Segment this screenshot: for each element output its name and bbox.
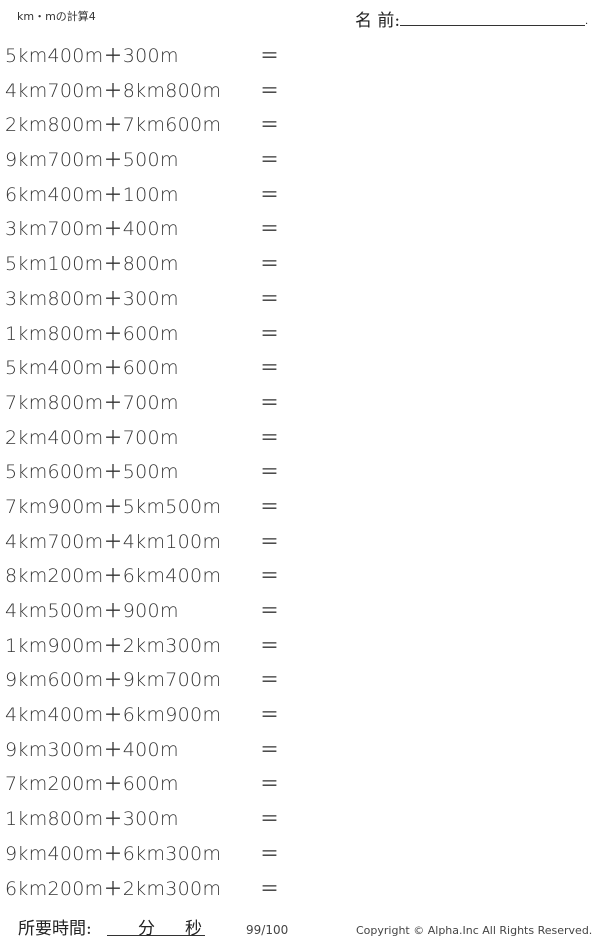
worksheet-title: km・mの計算4 xyxy=(17,10,96,23)
problem-expression: 9km300m＋400m xyxy=(5,738,179,761)
equals-sign: ＝ xyxy=(260,391,280,414)
problem-expression: 5km400m＋600m xyxy=(5,357,179,380)
equals-sign: ＝ xyxy=(260,634,280,657)
problem-row: 7km800m＋700m ＝ xyxy=(5,390,279,425)
seconds-label: 秒 xyxy=(185,919,202,939)
equals-sign: ＝ xyxy=(260,842,280,865)
equals-sign: ＝ xyxy=(260,669,280,692)
problem-expression: 1km900m＋2km300m xyxy=(5,634,222,657)
problem-row: 9km400m＋6km300m ＝ xyxy=(5,841,279,876)
problem-expression: 8km200m＋6km400m xyxy=(5,565,222,588)
page-number: 99/100 xyxy=(246,923,289,937)
problem-expression: 2km400m＋700m xyxy=(5,426,179,449)
problem-row: 4km400m＋6km900m ＝ xyxy=(5,702,279,737)
problem-row: 4km700m＋8km800m ＝ xyxy=(5,78,279,113)
equals-sign: ＝ xyxy=(260,218,280,241)
problem-row: 6km200m＋2km300m ＝ xyxy=(5,876,279,911)
equals-sign: ＝ xyxy=(260,183,280,206)
problem-row: 7km200m＋600m ＝ xyxy=(5,771,279,806)
copyright: Copyright © Alpha.Inc All Rights Reserve… xyxy=(356,924,593,937)
name-field-line[interactable] xyxy=(400,25,585,26)
equals-sign: ＝ xyxy=(260,530,280,553)
problem-row: 2km800m＋7km600m ＝ xyxy=(5,112,279,147)
equals-sign: ＝ xyxy=(260,114,280,137)
problem-row: 2km400m＋700m ＝ xyxy=(5,425,279,460)
problem-list: 5km400m＋300m＝4km700m＋8km800m＝2km800m＋7km… xyxy=(5,43,279,911)
equals-sign: ＝ xyxy=(260,600,280,622)
problem-expression: 4km500m＋900m xyxy=(5,600,179,622)
problem-row: 1km800m＋600m ＝ xyxy=(5,321,279,356)
problem-row: 9km700m＋500m ＝ xyxy=(5,147,279,182)
time-field-line[interactable] xyxy=(107,935,205,936)
time-required-label: 所要時間: xyxy=(18,919,92,939)
problem-row: 6km400m＋100m ＝ xyxy=(5,182,279,217)
equals-sign: ＝ xyxy=(260,426,280,449)
problem-row: 7km900m＋5km500m ＝ xyxy=(5,494,279,529)
problem-expression: 5km100m＋800m xyxy=(5,253,179,276)
equals-sign: ＝ xyxy=(260,253,280,276)
name-label: 名 前: xyxy=(355,11,401,31)
name-line-end-dot: . xyxy=(585,16,589,27)
problem-expression: 3km700m＋400m xyxy=(5,218,179,241)
problem-expression: 4km700m＋8km800m xyxy=(5,79,222,102)
problem-expression: 1km800m＋600m xyxy=(5,322,179,345)
problem-expression: 3km800m＋300m xyxy=(5,287,179,310)
equals-sign: ＝ xyxy=(260,738,280,761)
equals-sign: ＝ xyxy=(260,773,280,796)
problem-row: 3km700m＋400m ＝ xyxy=(5,216,279,251)
problem-expression: 9km600m＋9km700m xyxy=(5,669,222,692)
problem-row: 5km100m＋800m ＝ xyxy=(5,251,279,286)
equals-sign: ＝ xyxy=(260,704,280,727)
equals-sign: ＝ xyxy=(260,877,280,900)
problem-expression: 7km800m＋700m xyxy=(5,391,179,414)
problem-expression: 4km700m＋4km100m xyxy=(5,530,222,553)
problem-expression: 7km900m＋5km500m xyxy=(5,495,222,518)
problem-expression: 5km400m＋300m xyxy=(5,45,179,67)
problem-row: 9km600m＋9km700m ＝ xyxy=(5,667,279,702)
equals-sign: ＝ xyxy=(260,45,280,67)
minutes-label: 分 xyxy=(138,919,155,939)
equals-sign: ＝ xyxy=(260,461,280,484)
equals-sign: ＝ xyxy=(260,495,280,518)
problem-expression: 4km400m＋6km900m xyxy=(5,704,222,727)
problem-row: 4km500m＋900m ＝ xyxy=(5,598,279,633)
equals-sign: ＝ xyxy=(260,79,280,102)
problem-expression: 7km200m＋600m xyxy=(5,773,179,796)
problem-row: 5km600m＋500m ＝ xyxy=(5,459,279,494)
equals-sign: ＝ xyxy=(260,149,280,172)
problem-row: 5km400m＋300m ＝ xyxy=(5,43,279,78)
equals-sign: ＝ xyxy=(260,565,280,588)
problem-row: 1km800m＋300m ＝ xyxy=(5,806,279,841)
problem-expression: 2km800m＋7km600m xyxy=(5,114,222,137)
problem-row: 5km400m＋600m ＝ xyxy=(5,355,279,390)
problem-row: 4km700m＋4km100m ＝ xyxy=(5,529,279,564)
problem-expression: 6km200m＋2km300m xyxy=(5,877,222,900)
equals-sign: ＝ xyxy=(260,287,280,310)
problem-expression: 1km800m＋300m xyxy=(5,808,179,831)
problem-expression: 9km700m＋500m xyxy=(5,149,179,172)
problem-expression: 5km600m＋500m xyxy=(5,461,179,484)
problem-row: 1km900m＋2km300m ＝ xyxy=(5,633,279,668)
problem-row: 3km800m＋300m ＝ xyxy=(5,286,279,321)
equals-sign: ＝ xyxy=(260,808,280,831)
equals-sign: ＝ xyxy=(260,322,280,345)
equals-sign: ＝ xyxy=(260,357,280,380)
problem-row: 9km300m＋400m ＝ xyxy=(5,737,279,772)
problem-expression: 6km400m＋100m xyxy=(5,183,179,206)
problem-row: 8km200m＋6km400m ＝ xyxy=(5,563,279,598)
problem-expression: 9km400m＋6km300m xyxy=(5,842,222,865)
